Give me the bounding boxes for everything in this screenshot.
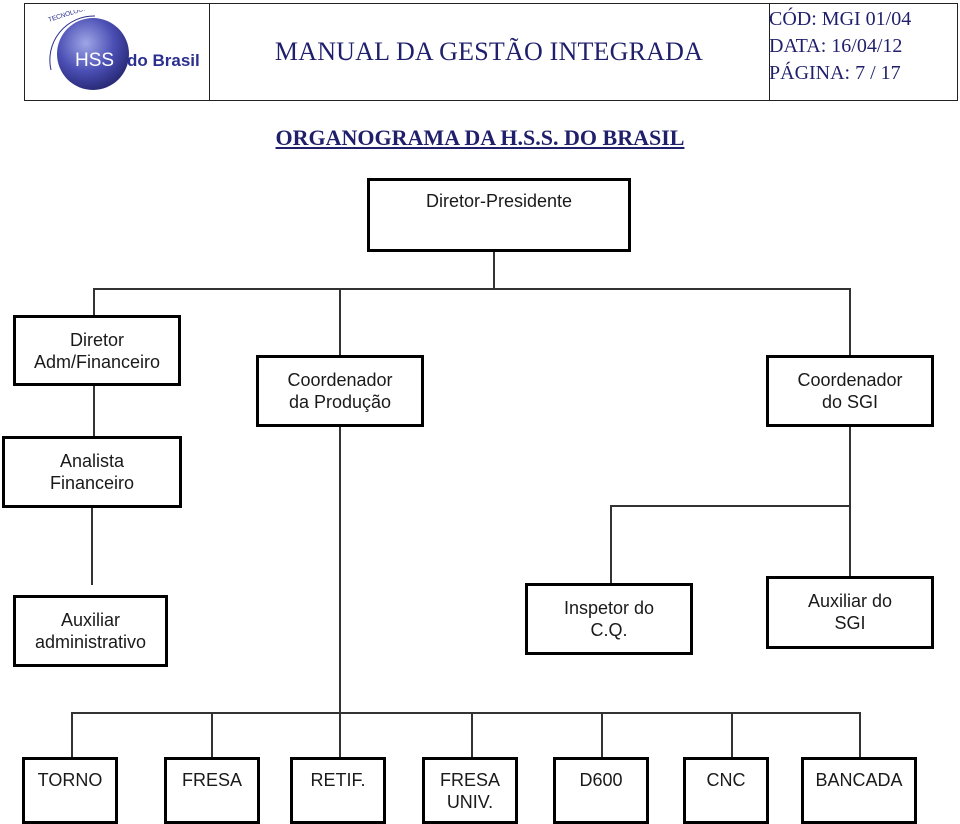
- node-inspetor-cq: Inspetor do C.Q.: [525, 583, 693, 655]
- connector: [93, 288, 95, 316]
- node-label-line1: Analista: [59, 451, 125, 471]
- page-label: PÁGINA:: [769, 62, 851, 84]
- connector: [731, 712, 733, 758]
- node-label-line2: administrativo: [34, 632, 147, 652]
- node-label-line2: da Produção: [288, 392, 392, 412]
- connector: [71, 712, 73, 758]
- org-chart-title: ORGANOGRAMA DA H.S.S. DO BRASIL: [275, 125, 685, 150]
- connector: [339, 712, 341, 758]
- document-header: HSS do Brasil TECNOLOGIA EM AÇO RÁPIDO M…: [24, 3, 958, 101]
- hss-logo: HSS do Brasil TECNOLOGIA EM AÇO RÁPIDO: [47, 10, 200, 90]
- connector: [93, 385, 95, 437]
- node-label-line2: C.Q.: [590, 620, 628, 640]
- connector: [610, 505, 612, 585]
- connector: [610, 505, 850, 507]
- connector: [93, 288, 850, 290]
- connector: [493, 250, 495, 290]
- connector: [71, 712, 860, 714]
- node-label: RETIF.: [310, 770, 366, 790]
- node-label: D600: [579, 770, 623, 790]
- manual-title: MANUAL DA GESTÃO INTEGRADA: [274, 37, 704, 66]
- title-cell: MANUAL DA GESTÃO INTEGRADA: [209, 4, 770, 100]
- node-label-line2: Adm/Financeiro: [33, 352, 161, 372]
- node-label-line1: Inspetor do: [563, 598, 655, 618]
- node-label-line2: do SGI: [821, 392, 879, 412]
- node-label: CNC: [706, 770, 746, 790]
- connector: [849, 288, 851, 356]
- node-diretor-adm-financeiro: Diretor Adm/Financeiro: [13, 315, 181, 386]
- connector: [471, 712, 473, 758]
- node-label-line1: Diretor: [69, 330, 124, 350]
- node-label-line2: SGI: [834, 613, 866, 633]
- node-label: FRESA: [181, 770, 242, 790]
- node-coordenador-sgi: Coordenador do SGI: [766, 355, 934, 427]
- node-label-line1: Coordenador: [797, 370, 903, 390]
- node-analista-financeiro: Analista Financeiro: [2, 436, 182, 508]
- node-label: BANCADA: [815, 770, 903, 790]
- connector: [849, 426, 851, 578]
- connector: [339, 288, 341, 356]
- meta-cell: CÓD: MGI 01/04 DATA: 16/04/12 PÁGINA: 7 …: [769, 4, 957, 100]
- cod-text: CÓD: MGI 01/04: [769, 8, 912, 30]
- logo-cell: HSS do Brasil TECNOLOGIA EM AÇO RÁPIDO: [25, 4, 210, 100]
- svg-text:do Brasil: do Brasil: [127, 51, 200, 70]
- node-label-line2: UNIV.: [446, 792, 494, 812]
- node-d600: D600: [553, 757, 649, 824]
- node-coordenador-producao: Coordenador da Produção: [256, 355, 424, 427]
- node-cnc: CNC: [683, 757, 769, 824]
- node-retif: RETIF.: [290, 757, 386, 824]
- node-bancada: BANCADA: [801, 757, 917, 824]
- page-text: PÁGINA: 7 / 17: [769, 60, 957, 87]
- node-label-line1: Auxiliar: [60, 610, 121, 630]
- node-label: Diretor-Presidente: [425, 191, 573, 211]
- connector: [859, 712, 861, 758]
- page-value: 7 / 17: [850, 62, 901, 84]
- svg-text:HSS: HSS: [75, 50, 114, 71]
- node-diretor-presidente: Diretor-Presidente: [367, 178, 631, 252]
- node-auxiliar-administrativo: Auxiliar administrativo: [13, 595, 168, 667]
- node-torno: TORNO: [22, 757, 118, 824]
- connector: [339, 426, 341, 714]
- node-label-line2: Financeiro: [49, 473, 135, 493]
- node-auxiliar-sgi: Auxiliar do SGI: [766, 576, 934, 649]
- node-label-line1: Coordenador: [287, 370, 393, 390]
- connector: [211, 712, 213, 758]
- connector: [601, 712, 603, 758]
- node-label: TORNO: [37, 770, 103, 790]
- node-fresa: FRESA: [164, 757, 260, 824]
- connector: [91, 507, 93, 585]
- node-fresa-univ: FRESA UNIV.: [422, 757, 518, 824]
- node-label-line1: FRESA: [439, 770, 500, 790]
- node-label-line1: Auxiliar do: [807, 591, 893, 611]
- date-text: DATA: 16/04/12: [769, 35, 903, 57]
